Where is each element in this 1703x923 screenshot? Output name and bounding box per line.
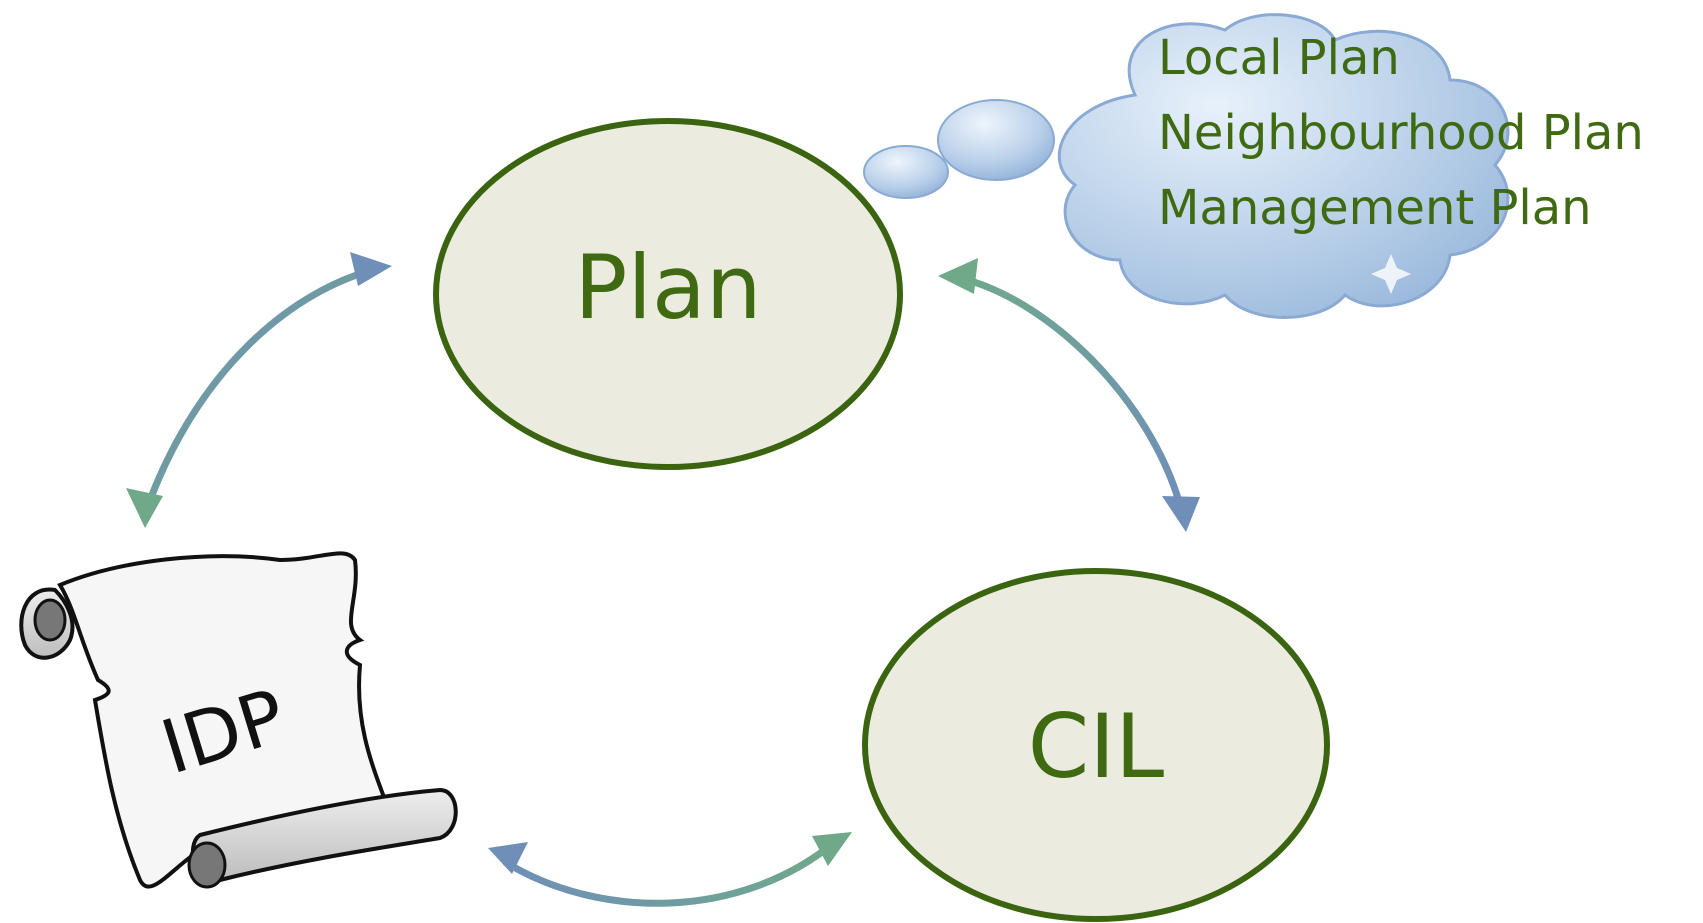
node-plan-shape <box>433 118 903 470</box>
node-cil-label: CIL <box>1028 695 1164 798</box>
cloud-item-local-plan: Local Plan <box>1158 30 1400 86</box>
arrowhead-to-idp-bottom <box>488 842 528 874</box>
node-plan-label: Plan <box>574 236 761 339</box>
arrowhead-to-cil-bottom <box>812 832 852 866</box>
scroll-top-roll-end <box>33 598 67 642</box>
cloud-body <box>1057 13 1510 319</box>
node-cil: CIL <box>862 568 1330 922</box>
scroll-bottom-roll-end <box>187 841 227 889</box>
cloud-bubble-medium <box>937 99 1055 181</box>
cloud-item-management-plan: Management Plan <box>1158 180 1592 236</box>
arrow-plan-idp <box>126 252 392 528</box>
arrowhead-to-plan-right <box>938 258 978 294</box>
thought-cloud: Local Plan Neighbourhood Plan Management… <box>863 13 1644 319</box>
cloud-sparkle <box>1371 254 1411 294</box>
arrow-idp-cil <box>488 832 852 907</box>
cloud-bubble-small <box>863 145 949 199</box>
node-plan: Plan <box>433 118 903 470</box>
cloud-item-neighbourhood-plan: Neighbourhood Plan <box>1158 105 1644 161</box>
arrowhead-to-idp <box>126 488 163 528</box>
arrowhead-to-plan <box>350 252 392 286</box>
arrow-plan-cil <box>938 258 1200 532</box>
node-cil-shape <box>862 568 1330 922</box>
arrowhead-to-cil <box>1162 496 1200 532</box>
idp-scroll: IDP <box>19 551 458 889</box>
